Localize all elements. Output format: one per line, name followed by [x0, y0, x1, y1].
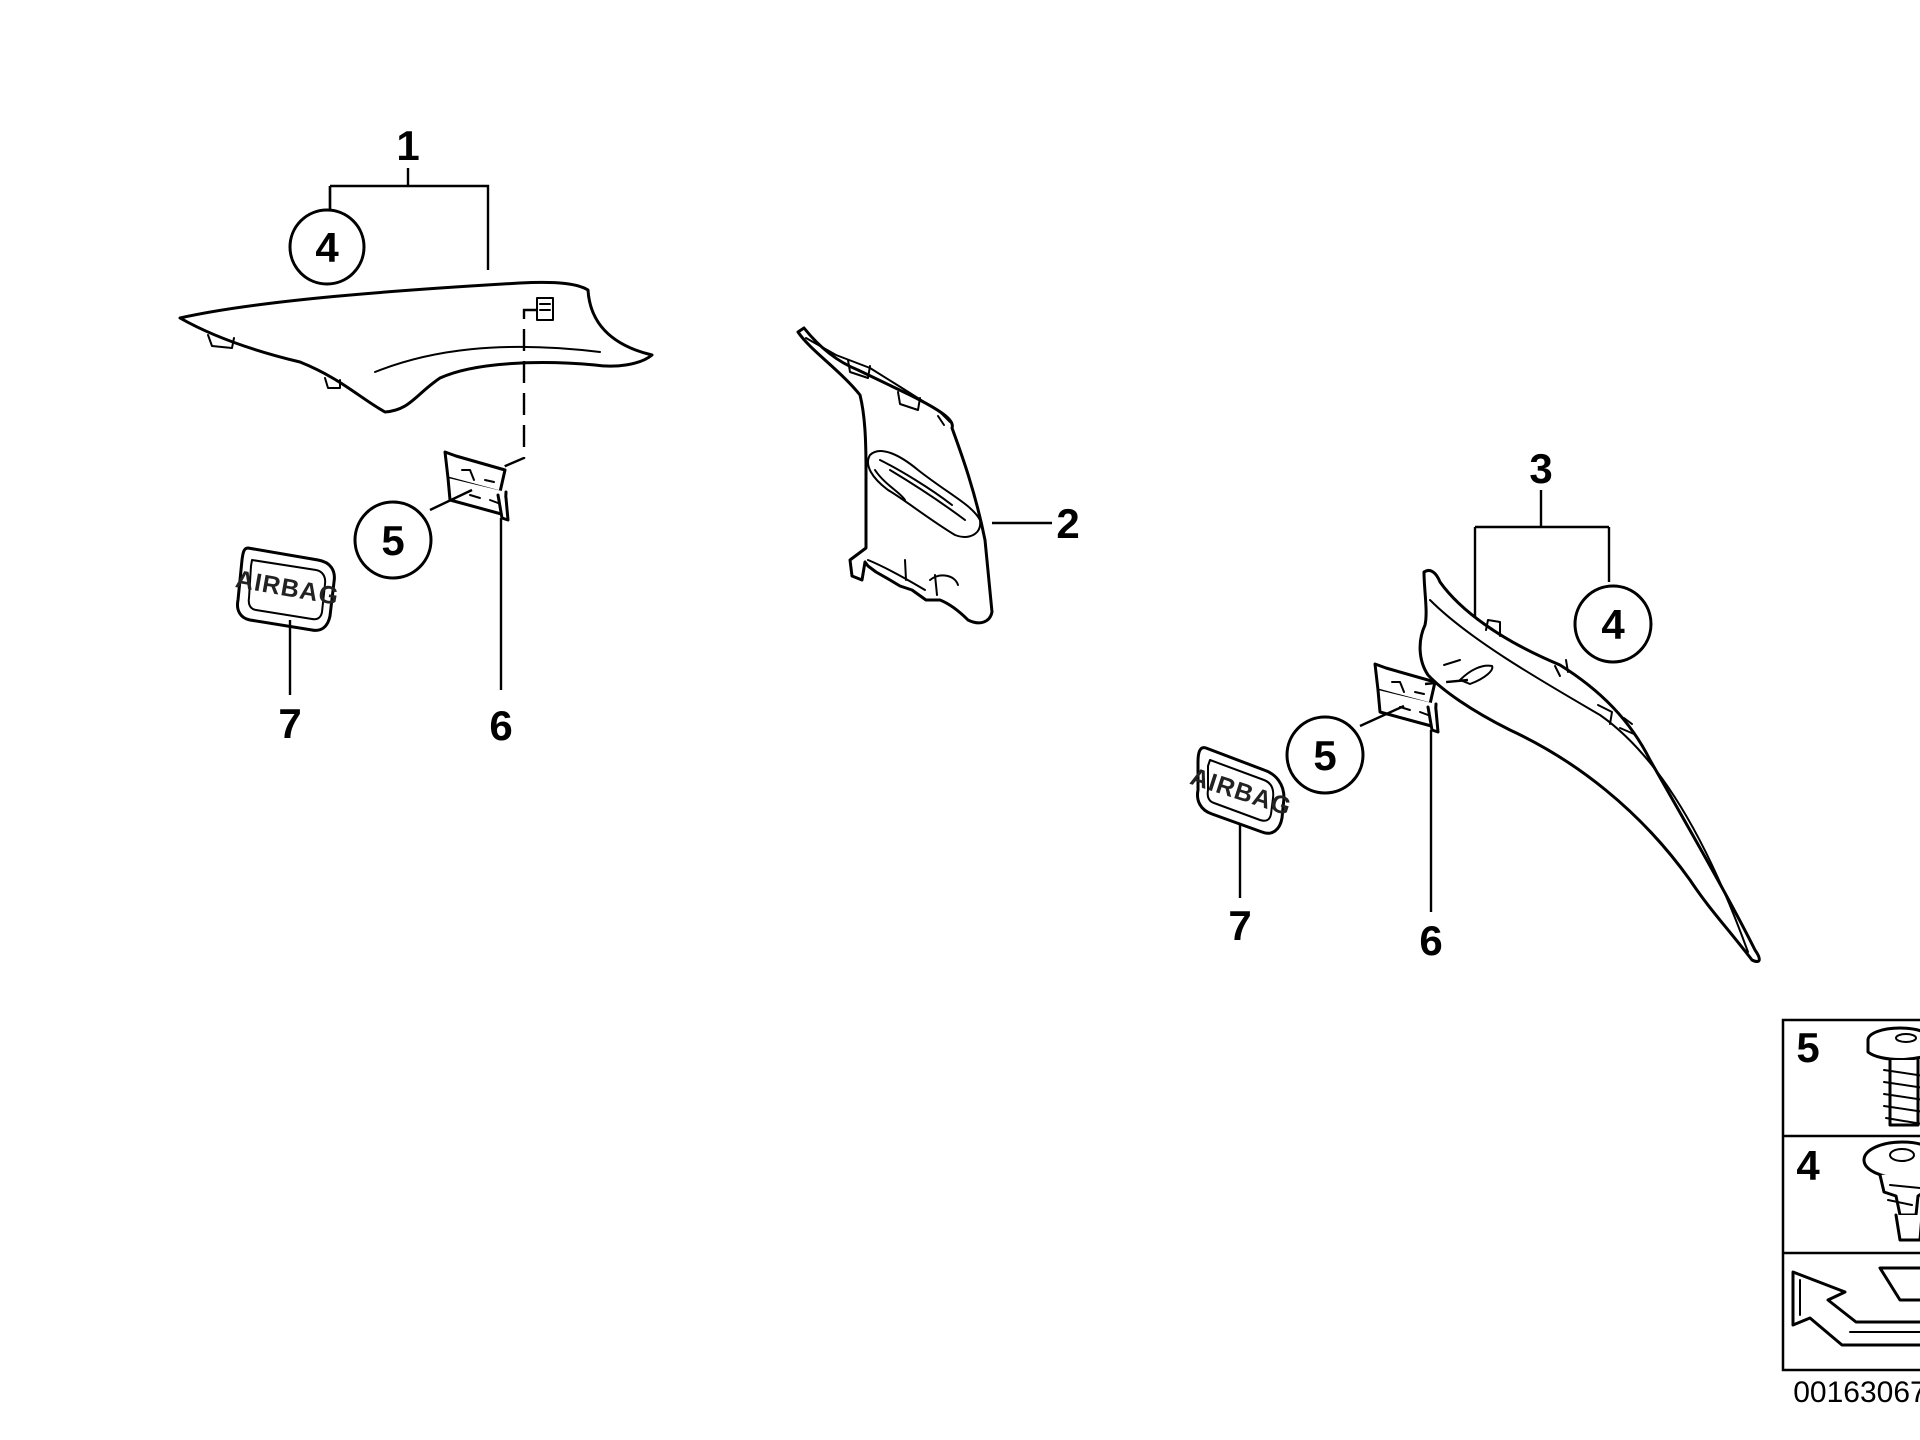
clip-icon [1862, 1140, 1920, 1242]
circle-4-right [1573, 584, 1653, 664]
part-1-inner-contour [374, 345, 601, 373]
callout-1: 1 [396, 122, 419, 169]
part-7-airbag-badge-right[interactable]: AIRBAG [1187, 746, 1295, 835]
part-3-assembly: 3 4 5 6 AIRBAG 7 [1187, 445, 1761, 964]
part-6-bracket-right[interactable] [1373, 662, 1440, 734]
callout-7-left: 7 [278, 700, 301, 747]
part-2-b-pillar-trim[interactable] [796, 326, 994, 625]
part-2-grab-handle-recess [867, 450, 982, 538]
callout-7-right: 7 [1228, 902, 1251, 949]
circle-5-left-label: 5 [381, 517, 404, 564]
legend-row-1-number: 5 [1796, 1024, 1819, 1071]
part-3-airbag-slot [1459, 664, 1494, 685]
screw-icon [1866, 1026, 1920, 1127]
callout-6-right: 6 [1419, 917, 1442, 964]
part-3-inner-contour [1429, 599, 1749, 953]
leader-5-left [429, 488, 473, 512]
circle-4-left [288, 208, 366, 286]
part-2-assembly: 2 [796, 326, 1080, 625]
part-3-pillar-trim[interactable] [1418, 568, 1761, 964]
part-6-bracket-left[interactable] [443, 450, 510, 522]
circle-5-left [353, 500, 433, 580]
circle-5-right [1285, 715, 1365, 795]
direction-arrow-icon [1791, 1266, 1920, 1347]
part-7-airbag-badge-left[interactable]: AIRBAG [233, 546, 341, 632]
circle-4-right-label: 4 [1601, 601, 1625, 648]
callout-3: 3 [1529, 445, 1552, 492]
callout-2: 2 [1056, 500, 1079, 547]
document-number: 00163067 [1793, 1376, 1920, 1409]
circle-4-left-label: 4 [315, 224, 339, 271]
part-1-clip-tab-a [207, 334, 235, 349]
part-1-clip-tab-b [324, 377, 341, 389]
part-1-assembly: 1 4 5 6 AIRBAG 7 [178, 122, 654, 749]
circle-5-right-label: 5 [1313, 732, 1336, 779]
part-1-pillar-trim[interactable] [178, 280, 654, 414]
leader-3 [1473, 490, 1611, 618]
legend-row-2-number: 4 [1796, 1142, 1820, 1189]
legend-table: 5 4 [1781, 1018, 1920, 1372]
part-2-top-flange [805, 337, 951, 423]
leader-slot-to-bracket-right [1424, 678, 1469, 686]
leader-5-right [1359, 704, 1405, 728]
callout-6-left: 6 [489, 702, 512, 749]
leader-slot-to-bracket [495, 308, 537, 472]
